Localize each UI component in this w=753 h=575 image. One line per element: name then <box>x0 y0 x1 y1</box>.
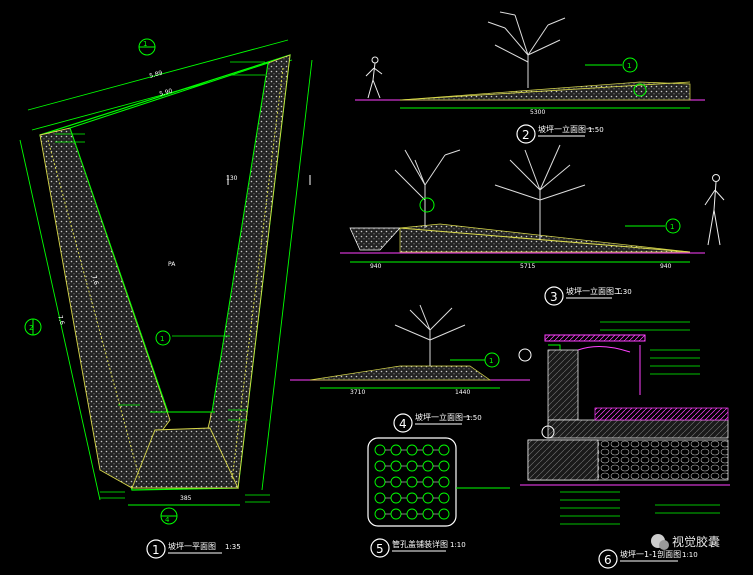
svg-text:4: 4 <box>165 516 170 524</box>
elev3-dim-c: 940 <box>660 263 672 270</box>
svg-text:2: 2 <box>29 324 33 332</box>
grate-holes <box>374 444 450 520</box>
plan-callout-mid[interactable]: 1 <box>155 330 171 346</box>
svg-text:3: 3 <box>550 290 558 304</box>
grate-hole <box>438 492 450 504</box>
plan-bottom-hatch <box>131 427 239 489</box>
plan-view: 130 PA 5.89 5.90 7.6 7.6 385 1 <box>19 38 313 559</box>
elev2-dim: 5300 <box>530 109 545 116</box>
plan-callout-bottom[interactable]: 4 <box>160 507 178 525</box>
elevation-4-title: 4 坡坪一立面图一 1:50 <box>393 412 482 433</box>
svg-text:1: 1 <box>143 40 147 48</box>
svg-text:5: 5 <box>376 542 384 556</box>
grate-detail: 5 管孔盖铺装详图 1:10 <box>367 437 510 558</box>
elevation-2-title: 2 坡坪一立面图一 1:50 <box>516 124 604 144</box>
section-title: 6 坡坪一1-1剖面图 1:10 <box>598 549 698 569</box>
svg-text:6: 6 <box>604 553 612 567</box>
elev4-title-text: 坡坪一立面图一 <box>415 412 471 422</box>
section-detail: 6 坡坪一1-1剖面图 1:10 <box>518 321 730 569</box>
elevation-2: 5300 1 2 坡坪一立面图一 1:50 <box>355 11 705 144</box>
section-leaders <box>560 321 720 525</box>
plan-left-dim: 7.6 <box>90 275 99 286</box>
svg-text:1: 1 <box>152 543 160 557</box>
plan-top-dim-b: 5.90 <box>159 87 174 97</box>
trees-elev3 <box>394 144 586 240</box>
person-elev3 <box>704 174 725 246</box>
plan-annotations <box>55 61 270 503</box>
grate-hole <box>438 444 450 456</box>
plan-scale: 1:35 <box>225 543 241 551</box>
elev3-dim-a: 940 <box>370 263 382 270</box>
plan-title-text: 坡坪一平面图 <box>168 541 216 551</box>
plan-callout-top[interactable]: 1 <box>138 38 156 56</box>
elev3-scale: 1:30 <box>616 288 632 296</box>
tree-elev2 <box>487 11 566 88</box>
svg-text:1: 1 <box>670 223 674 231</box>
plan-left-dim-2: 7.6 <box>56 315 65 326</box>
grate-scale: 1:10 <box>450 541 466 549</box>
elev2-title-text: 坡坪一立面图一 <box>538 124 594 134</box>
elev2-scale: 1:50 <box>588 126 604 134</box>
person-elev2 <box>365 56 383 99</box>
grate-hole <box>438 460 450 472</box>
grate-hole <box>438 508 450 520</box>
elevation-3: 940 5715 940 1 3 坡坪一立面图二 1:30 <box>340 144 725 306</box>
grate-title-text: 管孔盖铺装详图 <box>392 539 448 549</box>
elevation-3-title: 3 坡坪一立面图二 1:30 <box>544 286 632 306</box>
plan-inner-dim: 130 <box>226 175 238 182</box>
elev4-dim-a: 3710 <box>350 389 365 396</box>
watermark: 视觉胶囊 <box>651 534 720 550</box>
plan-title: 1 坡坪一平面图 1:35 <box>146 539 241 559</box>
elev4-scale: 1:50 <box>466 414 482 422</box>
tree-elev4 <box>394 304 466 366</box>
elev3-title-text: 坡坪一立面图二 <box>566 286 622 296</box>
svg-text:2: 2 <box>522 128 530 142</box>
elev3-dim-b: 5715 <box>520 263 535 270</box>
grate-title: 5 管孔盖铺装详图 1:10 <box>370 538 466 558</box>
plan-top-dim-a: 5.89 <box>149 69 164 79</box>
section-scale: 1:10 <box>682 551 698 559</box>
svg-text:1: 1 <box>160 335 164 343</box>
svg-text:1: 1 <box>489 357 493 365</box>
watermark-text: 视觉胶囊 <box>672 534 720 549</box>
elev4-dim-b: 1440 <box>455 389 470 396</box>
plan-area-label: PA <box>168 261 176 268</box>
grate-hole <box>438 476 450 488</box>
plan-callout-left[interactable]: 2 <box>24 318 42 336</box>
section-title-text: 坡坪一1-1剖面图 <box>620 549 681 559</box>
elevation-4: 3710 1440 1 4 坡坪一立面图一 1:50 <box>290 304 530 433</box>
plan-bottom-dim: 385 <box>180 495 192 502</box>
svg-text:4: 4 <box>399 417 407 431</box>
svg-text:1: 1 <box>627 62 631 70</box>
